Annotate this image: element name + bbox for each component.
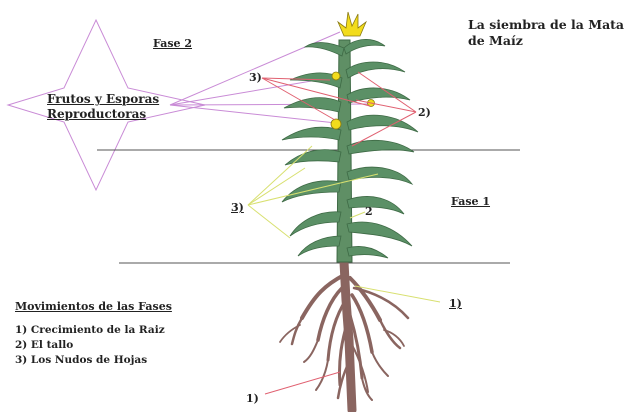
callout-root-right: 1): [449, 297, 462, 310]
root-system: [280, 262, 408, 410]
callout-stem-lower: 2: [365, 205, 373, 218]
movements-item: 2) El tallo: [15, 338, 165, 353]
callout-nodes-lower: 3): [231, 201, 244, 214]
root-pointer-line-bottom: [265, 372, 340, 394]
leaves: [282, 39, 418, 258]
fruits-label-line1: Frutos y Esporas: [47, 92, 159, 107]
callout-root-bottom: 1): [246, 392, 259, 405]
diagram-title: La siembra de la Mata de Maíz: [468, 17, 628, 49]
tassel-flower: [338, 12, 366, 36]
phase2-label: Fase 2: [153, 37, 192, 50]
fruits-label: Frutos y Esporas Reproductoras: [47, 92, 159, 122]
movements-list: 1) Crecimiento de la Raiz 2) El tallo 3)…: [15, 323, 165, 368]
ear-flower-1: [332, 72, 340, 80]
callout-stem-upper: 2): [418, 106, 431, 119]
fruits-label-line2: Reproductoras: [47, 107, 159, 122]
phase1-label: Fase 1: [451, 195, 490, 208]
movements-item: 3) Los Nudos de Hojas: [15, 353, 165, 368]
ear-flower-3: [331, 119, 341, 129]
callout-nodes-upper: 3): [249, 71, 262, 84]
movements-item: 1) Crecimiento de la Raiz: [15, 323, 165, 338]
movements-title: Movimientos de las Fases: [15, 300, 172, 313]
